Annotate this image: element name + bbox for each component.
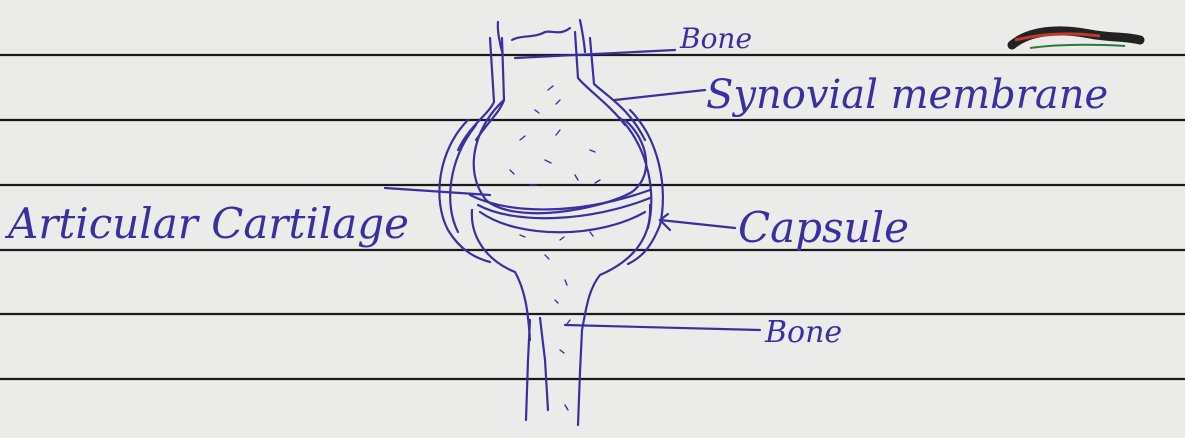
pointer-synovial — [615, 90, 705, 100]
pointer-bone-bottom — [565, 325, 760, 330]
bone-texture — [510, 86, 600, 410]
label-bone-top: Bone — [679, 22, 752, 55]
lower-bone-shaft — [526, 320, 530, 420]
label-capsule: Capsule — [738, 203, 909, 252]
label-bone-bottom: Bone — [764, 315, 842, 350]
joint-drawing — [439, 20, 663, 425]
pointer-lines — [385, 50, 760, 330]
label-synovial-membrane: Synovial membrane — [706, 72, 1108, 118]
pointer-capsule — [660, 214, 735, 230]
label-articular-cartilage: Articular Cartilage — [4, 199, 409, 248]
scribble-mark — [1012, 31, 1140, 48]
pointer-cartilage — [385, 188, 490, 195]
